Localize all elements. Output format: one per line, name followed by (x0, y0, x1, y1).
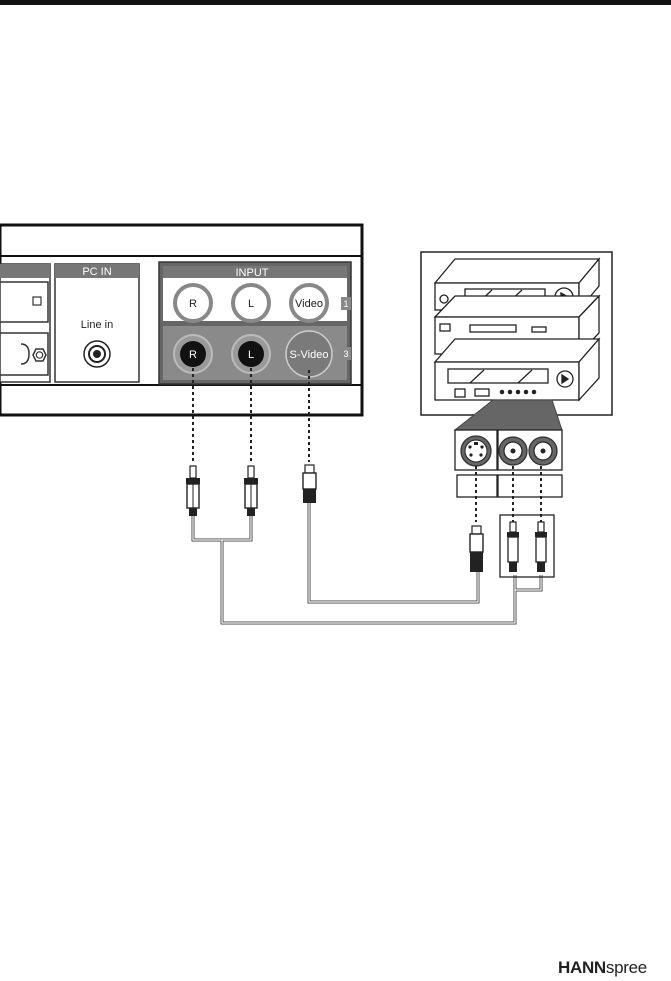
jack-r-row1: R (175, 285, 211, 321)
line-in-label: Line in (81, 319, 113, 331)
jack-l-row1-label: L (248, 298, 254, 310)
pc-in-section: PC IN Line in (55, 264, 139, 382)
row1-tag: 1 (343, 299, 348, 309)
jack-r-row2-label: R (189, 349, 197, 361)
hannspree-logo: HANNspree (558, 958, 647, 978)
rca-output-jack-left (499, 437, 527, 465)
line-in-jack (84, 341, 110, 367)
audio-cable-inner (193, 516, 541, 623)
input-section: INPUT R L Video 1 R L S-Vid (159, 262, 351, 384)
jack-r-row1-label: R (189, 298, 197, 310)
jack-video-row1-label: Video (295, 298, 323, 310)
svideo-cable (309, 503, 478, 602)
svideo-plug-device (470, 526, 483, 572)
rca-plug-r (186, 466, 200, 516)
input-label: INPUT (236, 267, 269, 279)
row2-tag: 3 (343, 349, 348, 359)
rca-output-jack-right (529, 437, 557, 465)
rca-plug-l (244, 466, 258, 516)
brand-light-text: spree (606, 958, 647, 977)
jack-l-row2-label: L (248, 349, 254, 361)
jack-l-row2: L (232, 335, 270, 373)
jack-r-row2: R (174, 335, 212, 373)
jack-video-row1: Video (291, 285, 327, 321)
audio-cable (193, 516, 541, 623)
bottom-device (435, 339, 599, 400)
partial-left-section (0, 264, 50, 382)
svideo-plug-tv (303, 465, 316, 503)
pc-in-label: PC IN (82, 266, 111, 278)
svideo-output-jack (461, 436, 491, 466)
rca-plug-bundle-device (500, 515, 554, 577)
jack-l-row1: L (233, 285, 269, 321)
jack-svideo-row2-label: S-Video (290, 349, 329, 361)
brand-bold-text: HANN (558, 958, 606, 977)
output-label-boxes (457, 475, 562, 497)
